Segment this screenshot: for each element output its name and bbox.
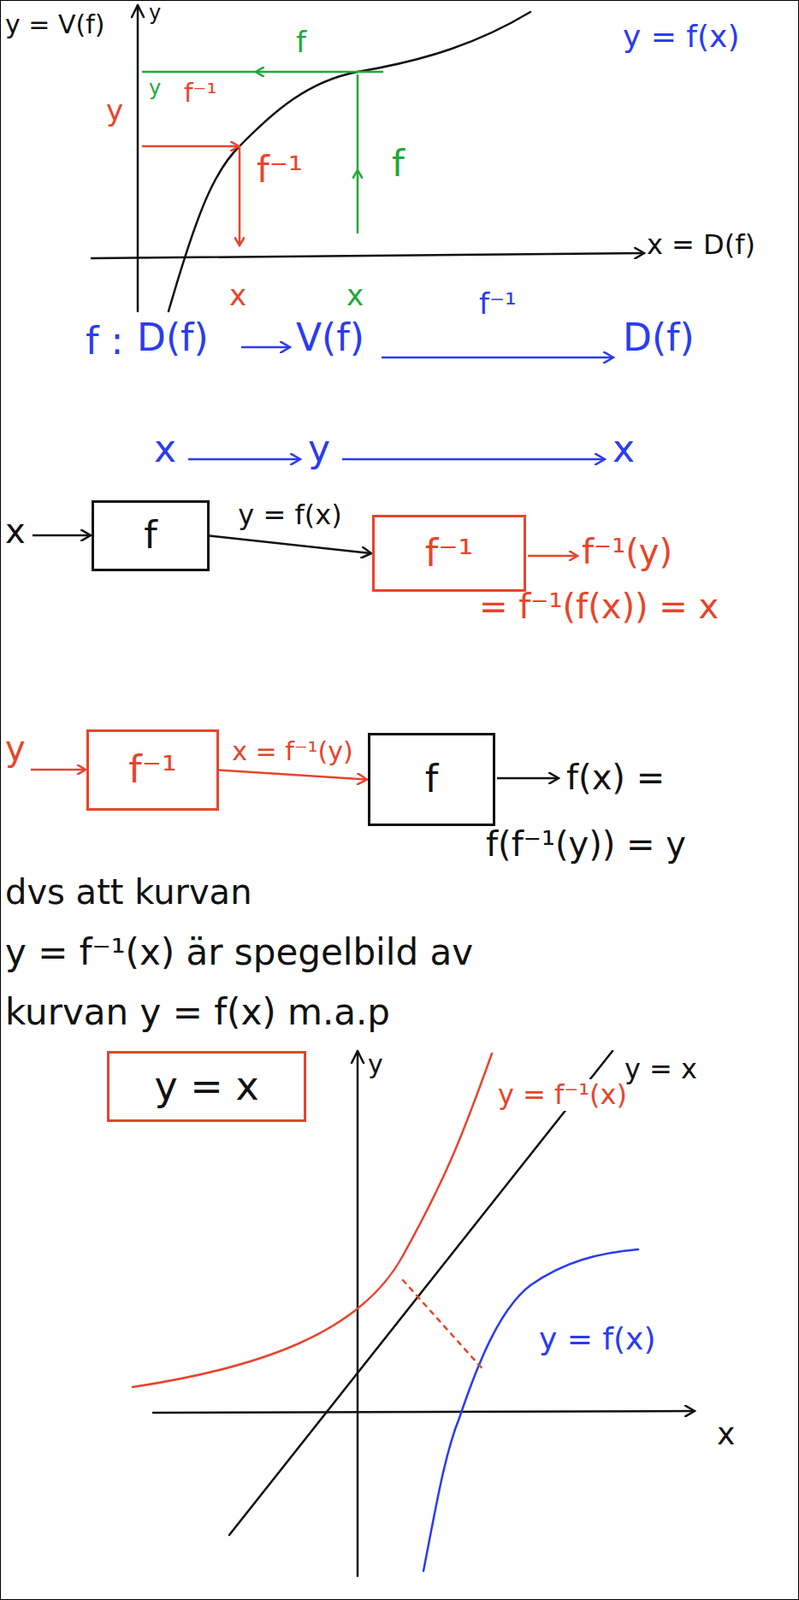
curve-label: y = f(x) <box>622 18 740 54</box>
axis-label: x = D(f) <box>646 229 756 261</box>
curve-label: y = x <box>624 1053 698 1086</box>
map-label: f⁻¹ <box>256 149 303 191</box>
function-box: f⁻¹ <box>86 729 219 811</box>
note-text: dvs att kurvan <box>5 872 252 912</box>
map-label: f⁻¹ <box>183 78 217 109</box>
input-label: x <box>5 511 26 551</box>
value-label: x <box>229 278 247 313</box>
note-text: kurvan y = f(x) m.a.p <box>5 992 391 1034</box>
curve-label: y = f⁻¹(x) <box>496 1079 629 1112</box>
math-text: f⁻¹ <box>479 287 517 321</box>
axis-label: y <box>367 1050 384 1081</box>
function-box: y = x <box>106 1051 307 1123</box>
box-text: y = x <box>153 1065 259 1109</box>
math-text: x <box>612 427 635 472</box>
function-box: f <box>367 733 496 827</box>
output-label: f⁻¹(y) <box>581 532 673 572</box>
math-text: x <box>153 427 177 472</box>
axis-label: y = V(f) <box>5 10 105 41</box>
edge-label: y = f(x) <box>236 500 344 531</box>
output-label: f(x) = <box>566 757 665 798</box>
flow-arrow <box>218 770 367 781</box>
flow-arrow <box>209 536 371 555</box>
curve-label: y = f(x) <box>538 1321 656 1357</box>
math-text: D(f) <box>136 316 209 361</box>
value-label: x <box>346 278 364 313</box>
top-graph <box>91 5 644 312</box>
axis-label: y <box>148 1 161 26</box>
function-box: f⁻¹ <box>372 514 527 592</box>
axis-label: x <box>716 1416 735 1452</box>
math-text: D(f) <box>622 316 695 361</box>
box-text: f <box>143 514 158 557</box>
map-label: f <box>391 143 405 185</box>
math-text: f : <box>85 319 124 364</box>
box-text: f⁻¹ <box>128 749 177 791</box>
value-label: y <box>148 76 161 101</box>
note-text: y = f⁻¹(x) är spegelbild av <box>5 932 474 974</box>
map-label: f <box>295 25 307 60</box>
mapping-arrows <box>188 347 613 460</box>
edge-label: x = f⁻¹(y) <box>230 737 356 766</box>
bottom-graph <box>132 1051 694 1577</box>
value-label: y <box>106 94 124 128</box>
math-text: = f⁻¹(f(x)) = x <box>479 586 719 627</box>
box-text: f <box>425 758 439 800</box>
math-text: V(f) <box>295 316 365 361</box>
math-text: f(f⁻¹(y)) = y <box>485 824 687 865</box>
function-box: f <box>91 500 210 572</box>
box-text: f⁻¹ <box>425 532 474 575</box>
input-label: y <box>5 728 26 769</box>
math-text: y <box>307 427 331 472</box>
